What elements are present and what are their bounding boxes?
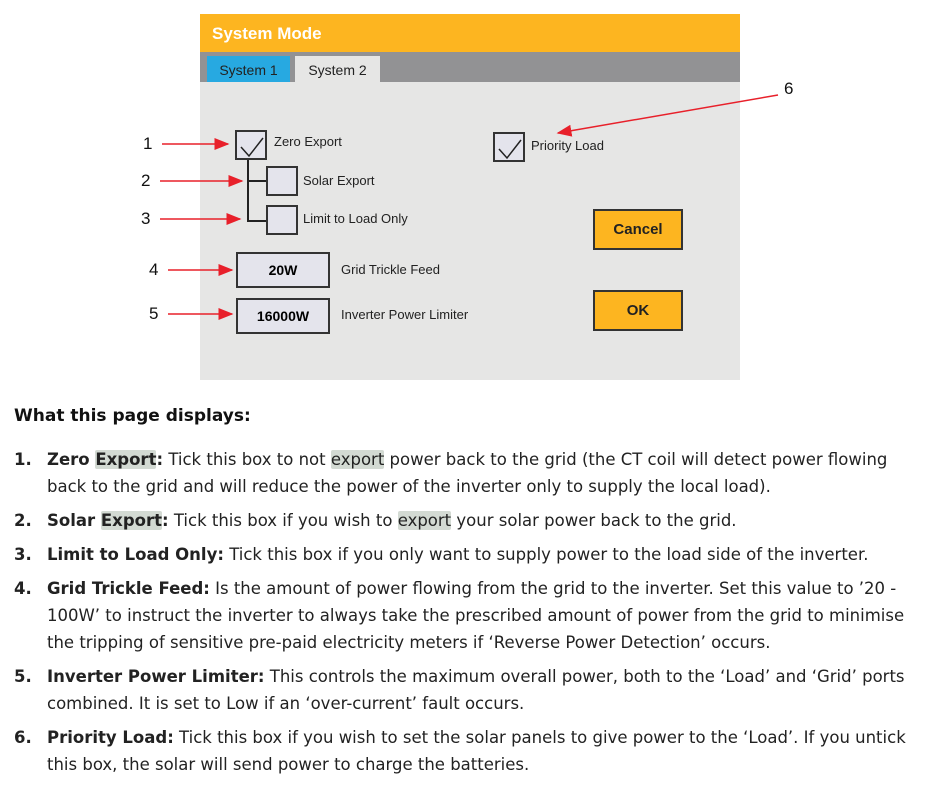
highlighted-term: export (397, 511, 452, 530)
limit-to-load-checkbox[interactable] (266, 205, 298, 235)
item-text: power back to the grid (the CT coil will… (384, 450, 888, 469)
item-text: Tick this box to not (163, 450, 331, 469)
item-text: the tripping of sensitive pre-paid elect… (47, 633, 771, 652)
item-term: Solar (47, 511, 101, 530)
dialog-title: System Mode (200, 14, 740, 52)
ok-button[interactable]: OK (593, 290, 683, 331)
priority-load-checkbox[interactable] (493, 132, 525, 162)
item-text: Tick this box if you wish to (168, 511, 398, 530)
zero-export-label: Zero Export (274, 134, 342, 149)
arrow-6 (556, 94, 779, 137)
item-number: 3. (14, 545, 32, 564)
list-item: 6. Priority Load: Tick this box if you wi… (14, 724, 919, 778)
section-heading: What this page displays: (14, 406, 251, 426)
list-item: 1. Zero Export: Tick this box to not expo… (14, 446, 919, 500)
item-text: your solar power back to the grid. (451, 511, 737, 530)
item-text: 100W’ to instruct the inverter to always… (47, 606, 905, 625)
annotation-2: 2 (141, 171, 151, 190)
tab-system-2[interactable]: System 2 (295, 56, 380, 82)
list-item: 3. Limit to Load Only: Tick this box if y… (14, 541, 919, 568)
highlighted-term: export (330, 450, 385, 469)
item-term: : (162, 511, 169, 530)
limit-to-load-label: Limit to Load Only (303, 211, 408, 226)
item-number: 2. (14, 511, 32, 530)
item-number: 5. (14, 667, 32, 686)
item-number: 6. (14, 728, 32, 747)
item-term: Zero (47, 450, 96, 469)
annotation-3: 3 (141, 209, 151, 228)
item-number: 4. (14, 579, 32, 598)
annotation-6: 6 (784, 79, 794, 98)
solar-export-label: Solar Export (303, 173, 375, 188)
grid-trickle-feed-label: Grid Trickle Feed (341, 262, 440, 277)
annotation-arrows (160, 94, 779, 320)
item-text: combined. It is set to Low if an ‘over-c… (47, 694, 525, 713)
description-list: 1. Zero Export: Tick this box to not expo… (14, 446, 919, 785)
item-text: Tick this box if you wish to set the sol… (173, 728, 906, 747)
zero-export-checkbox[interactable] (235, 130, 267, 160)
item-text: Tick this box if you only want to supply… (223, 545, 869, 564)
tree-connector (247, 158, 266, 222)
highlighted-term: Export (100, 511, 162, 530)
item-text: This controls the maximum overall power,… (264, 667, 905, 686)
highlighted-term: Export (95, 450, 157, 469)
item-number: 1. (14, 450, 32, 469)
annotation-4: 4 (149, 260, 159, 279)
system-mode-dialog: System Mode System 1 System 2 Zero Expor… (200, 14, 740, 380)
checkmark-icon (240, 137, 264, 158)
inverter-power-limiter-input[interactable]: 16000W (236, 298, 330, 334)
tab-system-1[interactable]: System 1 (207, 56, 290, 82)
priority-load-label: Priority Load (531, 138, 604, 153)
list-item: 5. Inverter Power Limiter: This controls … (14, 663, 919, 717)
item-term: Priority Load: (47, 728, 174, 747)
inverter-power-limiter-label: Inverter Power Limiter (341, 307, 469, 322)
list-item: 4. Grid Trickle Feed: Is the amount of po… (14, 575, 919, 656)
list-item: 2. Solar Export: Tick this box if you wis… (14, 507, 919, 534)
grid-trickle-feed-input[interactable]: 20W (236, 252, 330, 288)
annotation-1: 1 (143, 134, 153, 153)
cancel-button[interactable]: Cancel (593, 209, 683, 250)
solar-export-checkbox[interactable] (266, 166, 298, 196)
item-term: Inverter Power Limiter: (47, 667, 265, 686)
item-term: Limit to Load Only: (47, 545, 224, 564)
item-text: this box, the solar will send power to c… (47, 755, 530, 774)
item-text: Is the amount of power flowing from the … (209, 579, 897, 598)
item-term: Grid Trickle Feed: (47, 579, 210, 598)
item-term: : (156, 450, 164, 469)
tab-bar: System 1 System 2 (200, 52, 740, 82)
checkmark-icon (498, 139, 522, 160)
annotation-5: 5 (149, 304, 159, 323)
item-text: back to the grid and will reduce the pow… (47, 477, 771, 496)
